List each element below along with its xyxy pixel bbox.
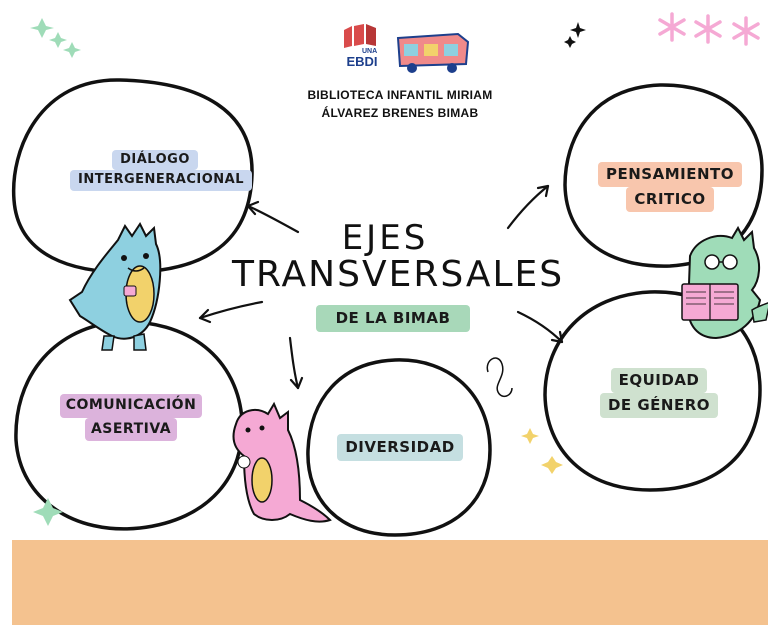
node-comunicacion-line1: COMUNICACIÓN xyxy=(59,394,203,418)
library-name-line1: BIBLIOTECA INFANTIL MIRIAM xyxy=(307,88,493,102)
bottom-color-band xyxy=(12,540,768,625)
bubble-comunicacion xyxy=(14,320,244,531)
node-pensamiento-line2: CRITICO xyxy=(626,186,714,212)
bubble-pensamiento xyxy=(563,83,764,268)
node-dialogo-line1: DIÁLOGO xyxy=(112,150,198,171)
dino-blue-illustration xyxy=(68,222,162,351)
central-title-line2: TRANSVERSALES xyxy=(232,254,565,295)
node-equidad: EQUIDAD DE GÉNERO xyxy=(584,368,734,418)
library-name-line2: ÁLVAREZ BRENES BIMAB xyxy=(321,106,479,120)
una-logo-mark xyxy=(344,24,376,48)
bubble-equidad xyxy=(543,290,762,492)
arrow-to-pensamiento xyxy=(506,184,550,230)
arrow-to-comunicacion xyxy=(198,300,264,324)
central-subtitle: DE LA BIMAB xyxy=(316,305,470,332)
node-diversidad-line1: DIVERSIDAD xyxy=(337,434,463,461)
sparkle-green-bottomleft xyxy=(33,498,63,526)
dino-green-illustration xyxy=(681,225,768,340)
node-diversidad: DIVERSIDAD xyxy=(330,434,470,461)
sparkle-yellow xyxy=(521,428,563,474)
node-pensamiento: PENSAMIENTO CRITICO xyxy=(590,162,750,212)
node-comunicacion-line2: ASERTIVA xyxy=(84,417,178,441)
node-equidad-line2: DE GÉNERO xyxy=(599,392,719,418)
node-comunicacion: COMUNICACIÓN ASERTIVA xyxy=(46,394,216,441)
sparkle-green-topleft xyxy=(30,18,81,58)
loop-doodle xyxy=(486,357,513,398)
central-title-line1: EJES xyxy=(341,218,429,258)
arrow-to-diversidad xyxy=(288,336,304,390)
bimab-logo xyxy=(396,32,470,73)
bubble-diversidad xyxy=(306,358,492,537)
ebdi-logo-text: EBDI xyxy=(346,54,378,69)
una-logo-small-text: UNA xyxy=(362,48,378,55)
node-dialogo: DIÁLOGO INTERGENERACIONAL xyxy=(70,150,253,191)
dino-pink-illustration xyxy=(232,401,332,523)
una-ebdi-logo: UNA EBDI xyxy=(340,24,384,70)
sparkle-black-top xyxy=(564,22,586,48)
arrow-to-equidad xyxy=(516,310,564,344)
library-header: BIBLIOTECA INFANTIL MIRIAM ÁLVAREZ BRENE… xyxy=(270,86,530,122)
node-pensamiento-line1: PENSAMIENTO xyxy=(598,162,742,187)
node-equidad-line1: EQUIDAD xyxy=(610,368,708,393)
arrow-to-dialogo xyxy=(246,200,300,234)
node-dialogo-line2: INTERGENERACIONAL xyxy=(70,170,253,191)
sparkle-pink-topright xyxy=(658,12,760,46)
